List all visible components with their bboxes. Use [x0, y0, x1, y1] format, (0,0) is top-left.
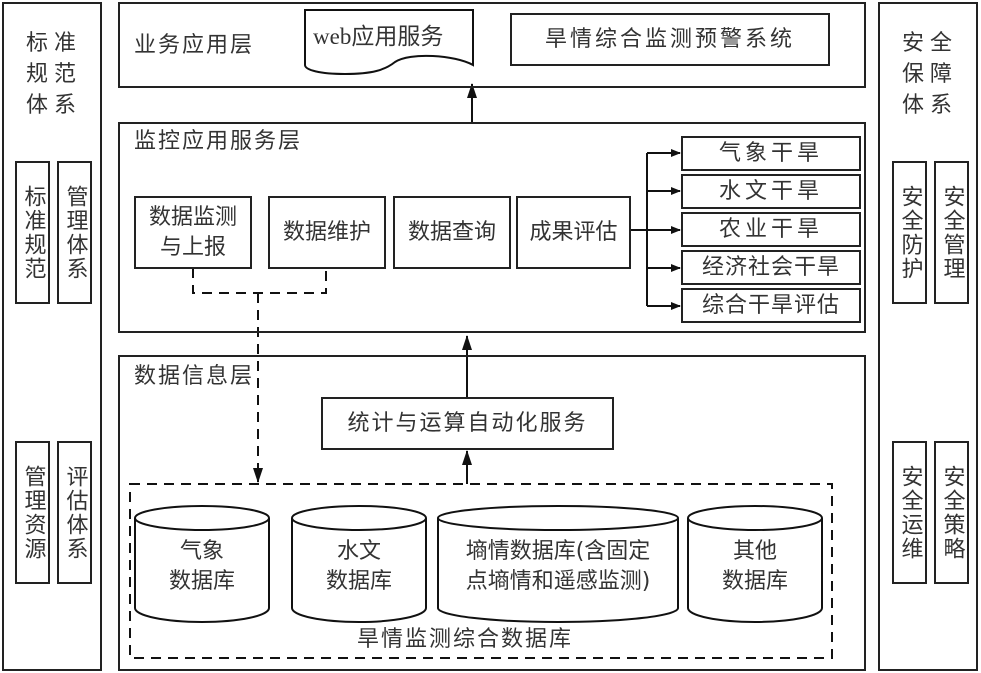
- right-item-label: 安全策略: [939, 464, 965, 561]
- output-comprehensive-evaluation: 综合干旱评估: [681, 288, 861, 323]
- stat-computation-service: 统计与运算自动化服务: [321, 397, 614, 450]
- cylinder-meteorology: [134, 505, 270, 623]
- left-item-evaluation-system: 评估体系: [57, 441, 92, 584]
- output-hydrological-drought: 水文干旱: [681, 174, 861, 209]
- db-line-2: 数据库: [325, 569, 392, 594]
- right-title-line-2: 保障: [901, 62, 958, 87]
- cylinder-other: [687, 505, 823, 623]
- stat-computation-service-label: 统计与运算自动化服务: [347, 410, 588, 436]
- module-data-maintenance: 数据维护: [268, 196, 386, 269]
- db-line-2: 数据库: [721, 569, 788, 594]
- output-agricultural-drought: 农业干旱: [681, 212, 861, 247]
- db-line-2: 点墒情和遥感监测): [465, 569, 651, 594]
- drought-warning-system-label: 旱情综合监测预警系统: [544, 26, 795, 52]
- left-item-management-system: 管理体系: [57, 161, 92, 304]
- module-line-2: 与上报: [159, 234, 226, 260]
- right-title-line-3: 体系: [901, 93, 958, 118]
- business-layer: [118, 2, 866, 88]
- output-label: 气象干旱: [718, 140, 823, 166]
- right-panel-title: 安全 保障 体系: [890, 28, 970, 121]
- left-item-label: 评估体系: [62, 464, 88, 561]
- module-label: 数据查询: [407, 219, 496, 245]
- drought-warning-system: 旱情综合监测预警系统: [510, 13, 830, 66]
- db-meteorology-label: 气象 数据库: [135, 537, 269, 597]
- db-line-1: 水文: [336, 539, 381, 564]
- right-item-protection: 安全防护: [892, 161, 927, 304]
- output-label: 水文干旱: [718, 178, 823, 204]
- left-item-label: 管理体系: [62, 184, 88, 281]
- output-socioeconomic-drought: 经济社会干旱: [681, 250, 861, 285]
- output-label: 经济社会干旱: [701, 254, 840, 280]
- right-item-label: 安全管理: [939, 184, 965, 281]
- left-item-label: 标准规范: [20, 184, 46, 281]
- right-item-management: 安全管理: [934, 161, 969, 304]
- left-item-management-resources: 管理资源: [15, 441, 50, 584]
- right-item-label: 安全防护: [897, 184, 923, 281]
- module-label: 数据维护: [282, 219, 371, 245]
- database-group-border: [129, 483, 833, 659]
- output-label: 综合干旱评估: [701, 292, 840, 318]
- module-data-monitoring: 数据监测 与上报: [134, 196, 252, 269]
- module-result-evaluation: 成果评估: [516, 196, 631, 269]
- module-line-1: 数据监测: [148, 204, 237, 230]
- data-information-layer: [118, 355, 866, 671]
- web-service-shape: [304, 9, 474, 76]
- monitor-service-layer: [118, 122, 866, 333]
- left-title-line-1: 标准: [25, 31, 82, 56]
- db-line-1: 墒情数据库(含固定: [465, 539, 651, 564]
- db-line-1: 气象: [179, 539, 224, 564]
- cylinder-soil-moisture: [437, 505, 679, 623]
- module-label: 成果评估: [529, 219, 618, 245]
- data-layer-title: 数据信息层: [134, 364, 255, 389]
- cylinder-hydrology: [291, 505, 427, 623]
- right-item-strategy: 安全策略: [934, 441, 969, 584]
- left-title-line-2: 规范: [25, 62, 82, 87]
- db-soil-moisture-label: 墒情数据库(含固定 点墒情和遥感监测): [438, 537, 678, 597]
- output-label: 农业干旱: [718, 216, 823, 242]
- left-item-label: 管理资源: [20, 464, 46, 561]
- db-hydrology-label: 水文 数据库: [292, 537, 426, 597]
- left-panel-title: 标准 规范 体系: [14, 28, 94, 121]
- output-meteorological-drought: 气象干旱: [681, 136, 861, 171]
- left-panel-standards: 标准 规范 体系: [2, 2, 102, 671]
- right-title-line-1: 安全: [901, 31, 958, 56]
- module-data-query: 数据查询: [393, 196, 511, 269]
- left-title-line-3: 体系: [25, 93, 82, 118]
- db-line-2: 数据库: [168, 569, 235, 594]
- right-panel-security: 安全 保障 体系: [878, 2, 978, 671]
- monitor-layer-title: 监控应用服务层: [134, 129, 303, 154]
- dashed-link-modules: [192, 268, 327, 294]
- web-service-label: web应用服务: [313, 24, 444, 49]
- right-item-operations: 安全运维: [892, 441, 927, 584]
- database-group-label: 旱情监测综合数据库: [357, 627, 574, 652]
- business-layer-title: 业务应用层: [134, 33, 255, 58]
- db-other-label: 其他 数据库: [688, 537, 822, 597]
- left-item-standards: 标准规范: [15, 161, 50, 304]
- db-line-1: 其他: [732, 539, 777, 564]
- right-item-label: 安全运维: [897, 464, 923, 561]
